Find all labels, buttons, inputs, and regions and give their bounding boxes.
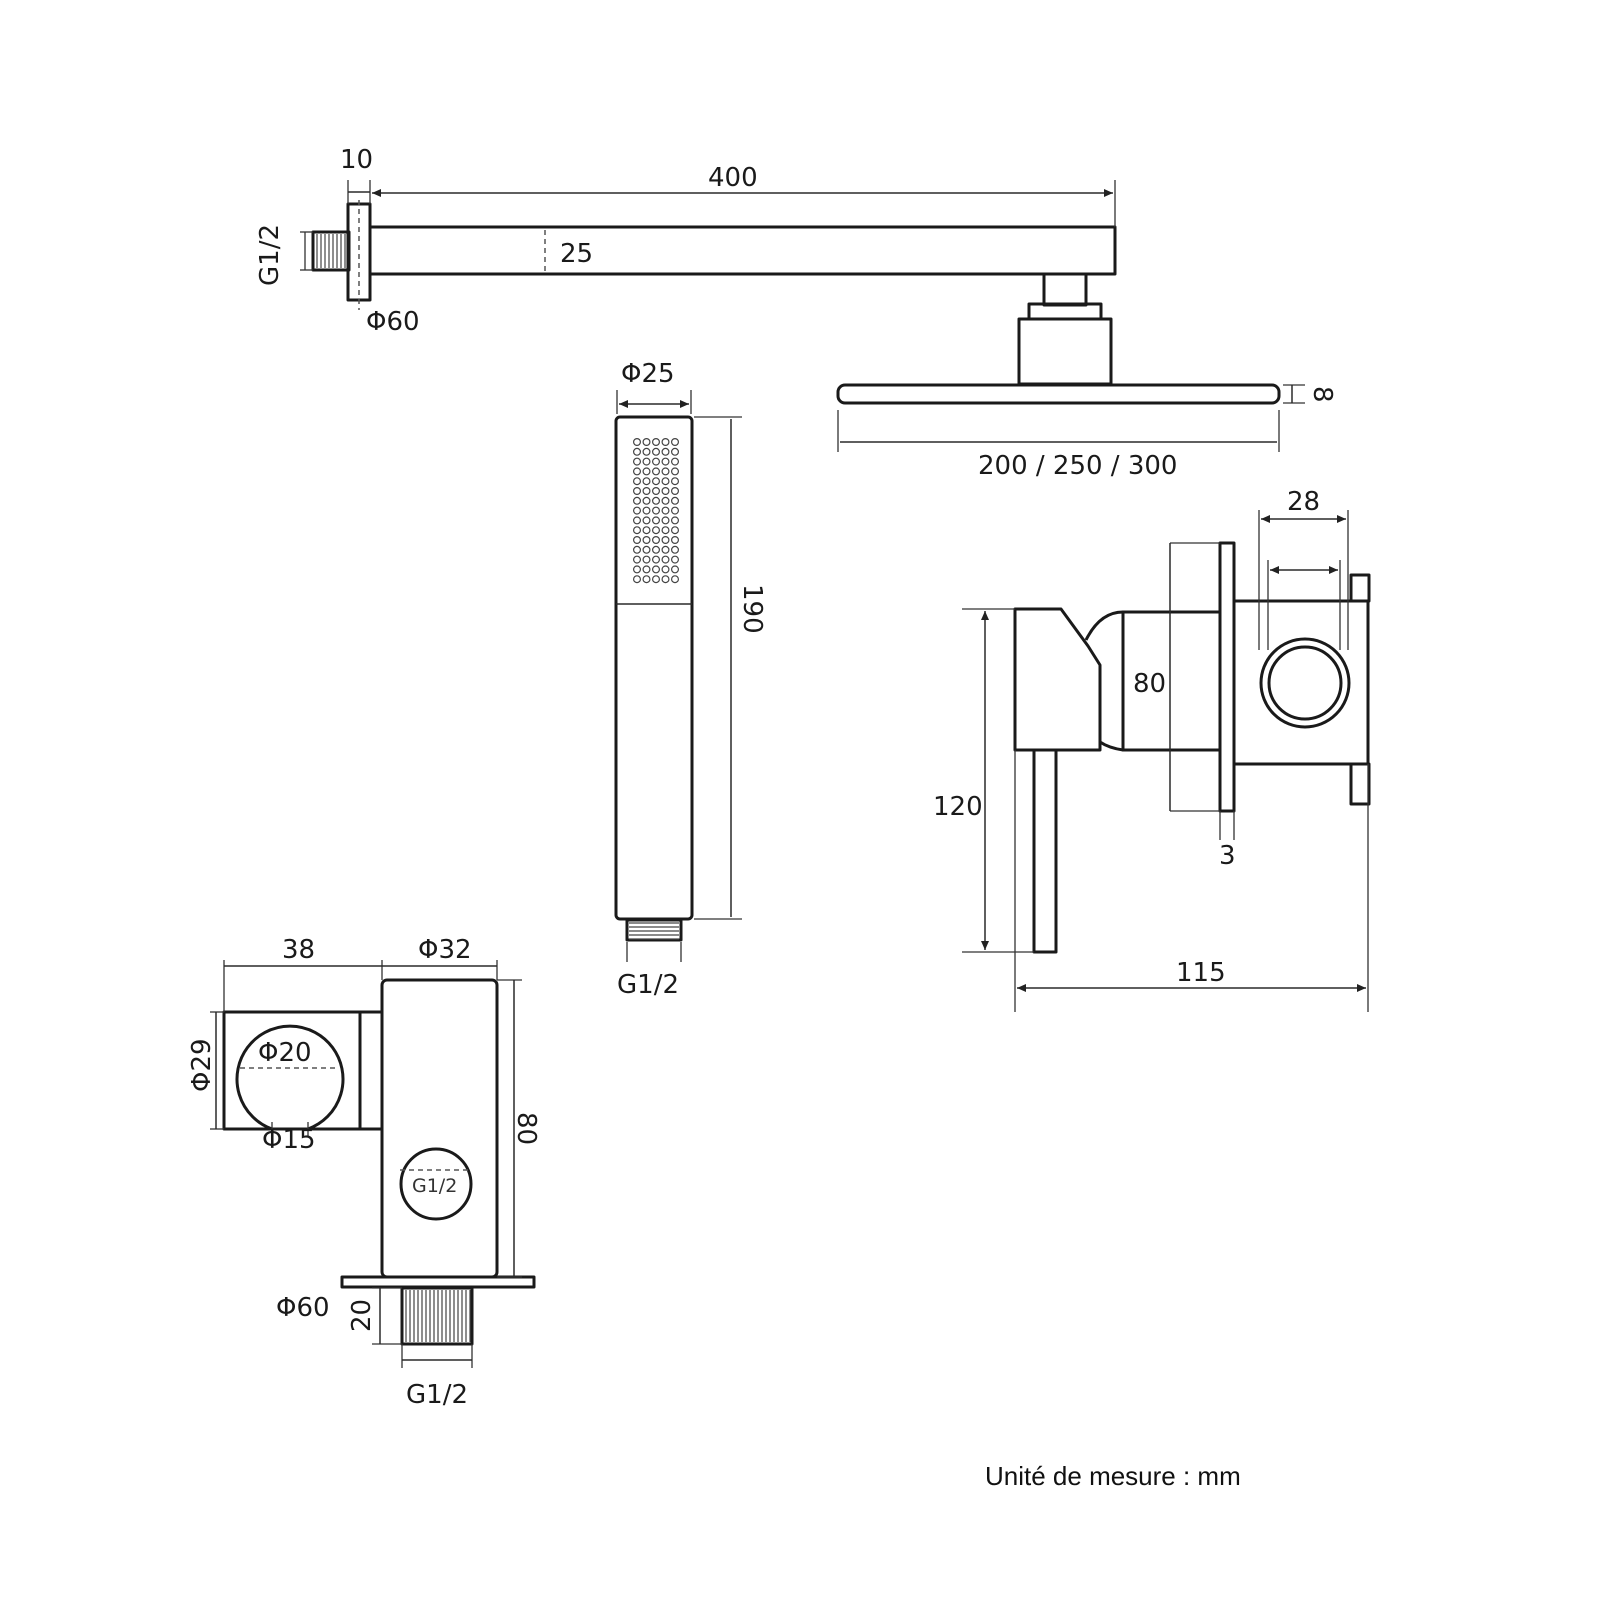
outlet-flange-diameter-label: Φ60 — [276, 1293, 330, 1323]
outlet-thread-length-label: 20 — [347, 1299, 377, 1332]
outlet-body-height-label: 80 — [511, 1112, 541, 1145]
mixer-valve: 28 80 120 3 115 — [933, 487, 1371, 1012]
hand-shower: Φ25 190 G1/2 — [614, 359, 767, 1000]
arm-flange-thickness-label: 10 — [340, 145, 373, 175]
hand-diameter-label: Φ25 — [621, 359, 675, 389]
wall-outlet-holder: 38 Φ32 Φ29 Φ20 Φ15 G1/2 80 Φ60 20 G1/2 — [187, 935, 541, 1410]
outlet-holder-height-label: Φ29 — [187, 1038, 217, 1092]
mixer-plate-thickness-label: 3 — [1219, 841, 1236, 871]
arm-tube-height-label: 25 — [560, 239, 593, 269]
arm-flange-diameter-label: Φ60 — [366, 307, 420, 337]
head-width-options-label: 200 / 250 / 300 — [978, 451, 1177, 481]
mixer-lever-height-label: 120 — [933, 792, 983, 822]
arm-length-label: 400 — [708, 163, 758, 193]
unit-note: Unité de mesure : mm — [985, 1461, 1241, 1491]
mixer-body-height-label: 80 — [1133, 669, 1166, 699]
head-thickness-label: 8 — [1307, 386, 1337, 403]
mixer-total-depth-label: 115 — [1176, 958, 1226, 988]
nozzle-dots — [632, 438, 679, 584]
hand-thread-label: G1/2 — [617, 970, 679, 1000]
shower-arm: 10 400 25 Φ60 G1/2 — [255, 145, 1117, 337]
outlet-thread-label: G1/2 — [406, 1380, 468, 1410]
mixer-handle-offset-label: 28 — [1287, 487, 1320, 517]
outlet-inner-thread-label: G1/2 — [412, 1175, 457, 1197]
hand-length-label: 190 — [737, 584, 767, 634]
outlet-body-diameter-label: Φ32 — [418, 935, 472, 965]
shower-head: 8 200 / 250 / 300 — [836, 272, 1337, 481]
outlet-slot-width-label: Φ15 — [262, 1125, 316, 1155]
outlet-ring-inner-label: Φ20 — [258, 1038, 312, 1068]
outlet-holder-depth-label: 38 — [282, 935, 315, 965]
arm-thread-label: G1/2 — [255, 224, 285, 286]
